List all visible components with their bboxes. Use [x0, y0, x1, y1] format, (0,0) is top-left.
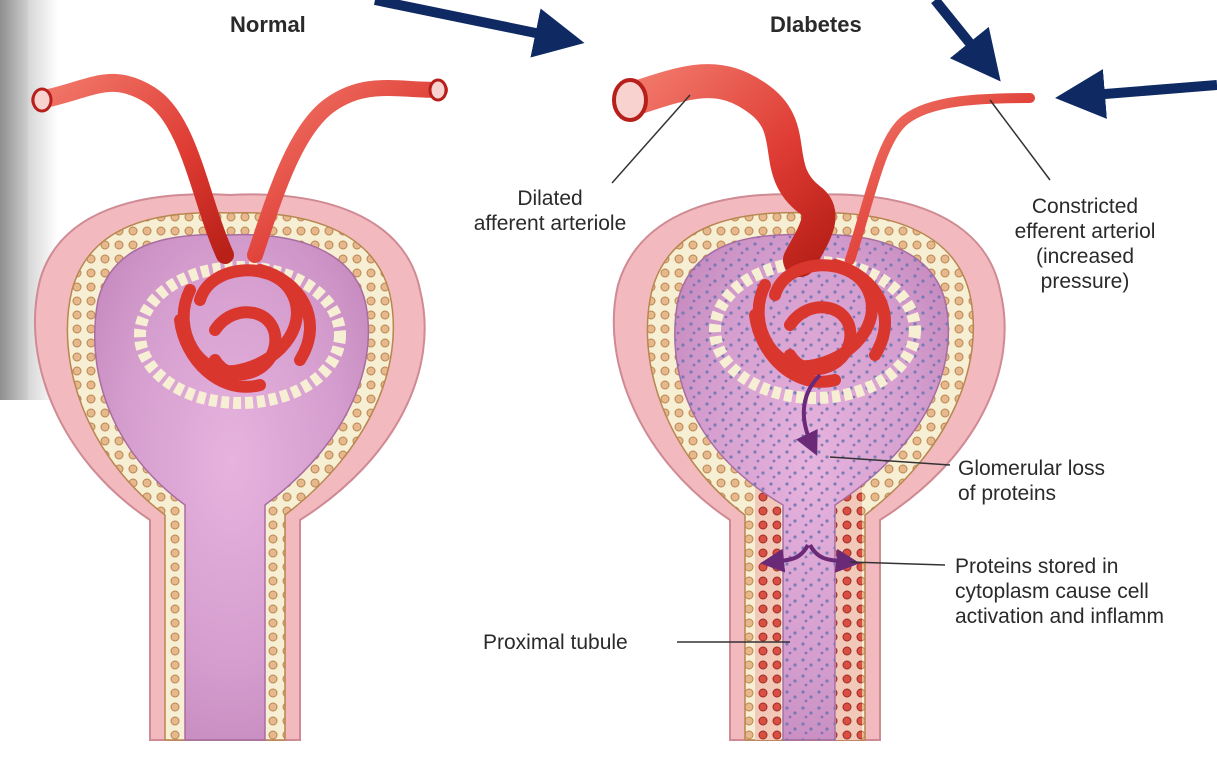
label-proximal-tubule: Proximal tubule	[483, 630, 628, 655]
label-constricted-efferent-line3: (increased	[985, 244, 1185, 269]
label-constricted-efferent: Constricted efferent arteriol (increased…	[985, 194, 1185, 294]
label-glomerular-loss-line1: Glomerular loss	[958, 456, 1105, 481]
diabetes-nephron	[614, 80, 1030, 740]
label-proteins-stored-line2: cytoplasm cause cell	[955, 579, 1217, 604]
diabetes-tubule-cells-right	[836, 480, 862, 740]
label-glomerular-loss: Glomerular loss of proteins	[958, 456, 1105, 506]
diabetes-tubule-cells-left	[755, 480, 781, 740]
normal-efferent-opening	[430, 80, 446, 100]
diabetes-afferent-opening	[614, 80, 646, 120]
label-constricted-efferent-line1: Constricted	[985, 194, 1185, 219]
label-dilated-afferent: Dilated afferent arteriole	[440, 186, 660, 236]
label-proteins-stored-line3: activation and inflamm	[955, 604, 1217, 629]
label-proteins-stored: Proteins stored in cytoplasm cause cell …	[955, 554, 1217, 629]
normal-afferent-opening	[33, 89, 51, 111]
label-dilated-afferent-line1: Dilated	[440, 186, 660, 211]
label-glomerular-loss-line2: of proteins	[958, 481, 1105, 506]
normal-title: Normal	[230, 12, 306, 37]
leader-constricted-efferent	[990, 100, 1050, 180]
diabetes-title: DIabetes	[770, 12, 862, 37]
normal-nephron	[33, 80, 446, 740]
label-constricted-efferent-line4: pressure)	[985, 269, 1185, 294]
navy-arrow-down-efferent	[935, 0, 985, 62]
label-proteins-stored-line1: Proteins stored in	[955, 554, 1217, 579]
navy-arrow-left-efferent	[1080, 85, 1217, 96]
label-constricted-efferent-line2: efferent arteriol	[985, 219, 1185, 244]
label-dilated-afferent-line2: afferent arteriole	[440, 211, 660, 236]
navy-arrow-to-diabetes	[375, 0, 560, 38]
